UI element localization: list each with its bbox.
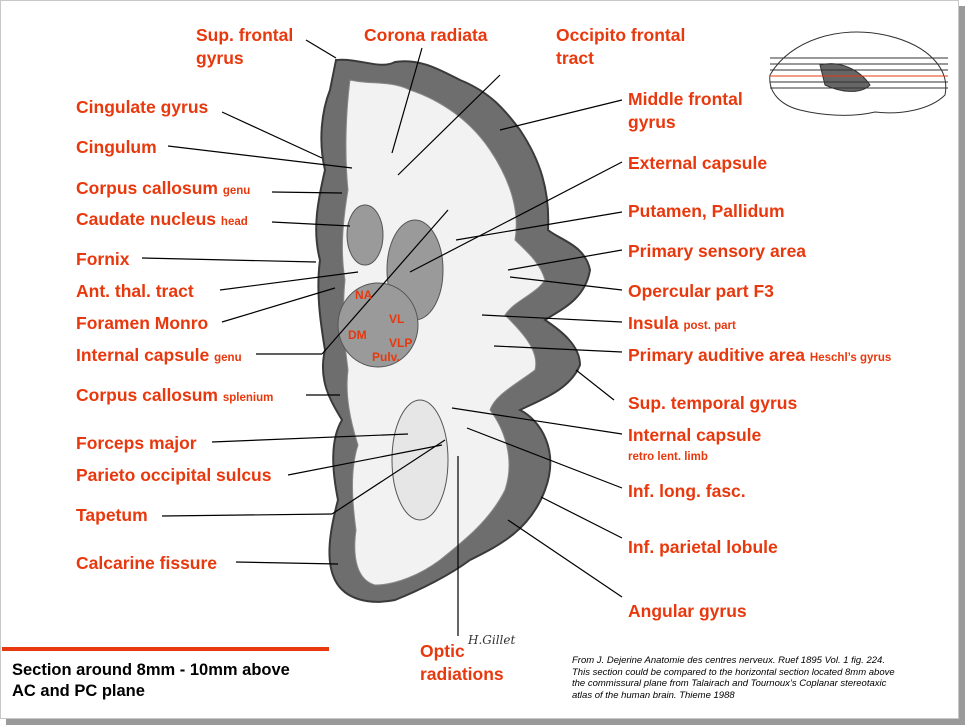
label-corpus-callosum-splenium: Corpus callosum splenium [76, 385, 274, 405]
source-citation: From J. Dejerine Anatomie des centres ne… [572, 655, 895, 701]
label-caudate-nucleus-head: Caudate nucleus head [76, 209, 248, 229]
label-corona-radiata: Corona radiata [364, 25, 488, 45]
label-external-capsule: External capsule [628, 153, 768, 173]
artist-signature: H.Gillet [468, 633, 516, 647]
inner-label-vl: VL [389, 312, 405, 326]
label-ant-thal-tract: Ant. thal. tract [76, 281, 194, 301]
label-forceps-major: Forceps major [76, 433, 197, 453]
label-opercular-part-f3: Opercular part F3 [628, 281, 774, 301]
inner-label-pulv: Pulv. [372, 350, 400, 364]
label-cingulum: Cingulum [76, 137, 157, 157]
label-putamen-pallidum: Putamen, Pallidum [628, 201, 785, 221]
caption-divider [2, 647, 329, 651]
inner-label-vlp: VLP [389, 336, 413, 350]
inner-label-dm: DM [348, 328, 367, 342]
inset-brain-thumbnail [769, 31, 948, 116]
label-sup-temporal-gyrus: Sup. temporal gyrus [628, 393, 798, 413]
label-fornix: Fornix [76, 249, 130, 269]
label-inf-parietal-lobule: Inf. parietal lobule [628, 537, 778, 557]
leader-lines [141, 39, 623, 636]
label-primary-auditive-area: Primary auditive area Heschl’s gyrus [628, 345, 892, 365]
label-corpus-callosum-genu: Corpus callosum genu [76, 178, 251, 198]
label-cingulate-gyrus: Cingulate gyrus [76, 97, 209, 117]
label-foramen-monro: Foramen Monro [76, 313, 209, 333]
label-parieto-occipital-sulcus: Parieto occipital sulcus [76, 465, 272, 485]
label-calcarine-fissure: Calcarine fissure [76, 553, 218, 573]
label-primary-sensory-area: Primary sensory area [628, 241, 807, 261]
label-tapetum: Tapetum [76, 505, 148, 525]
label-angular-gyrus: Angular gyrus [628, 601, 747, 621]
label-internal-capsule-genu: Internal capsule genu [76, 345, 242, 365]
inner-label-na: NA [355, 288, 373, 302]
label-inf-long-fasc: Inf. long. fasc. [628, 481, 746, 501]
label-insula-post-part: Insula post. part [628, 313, 736, 333]
